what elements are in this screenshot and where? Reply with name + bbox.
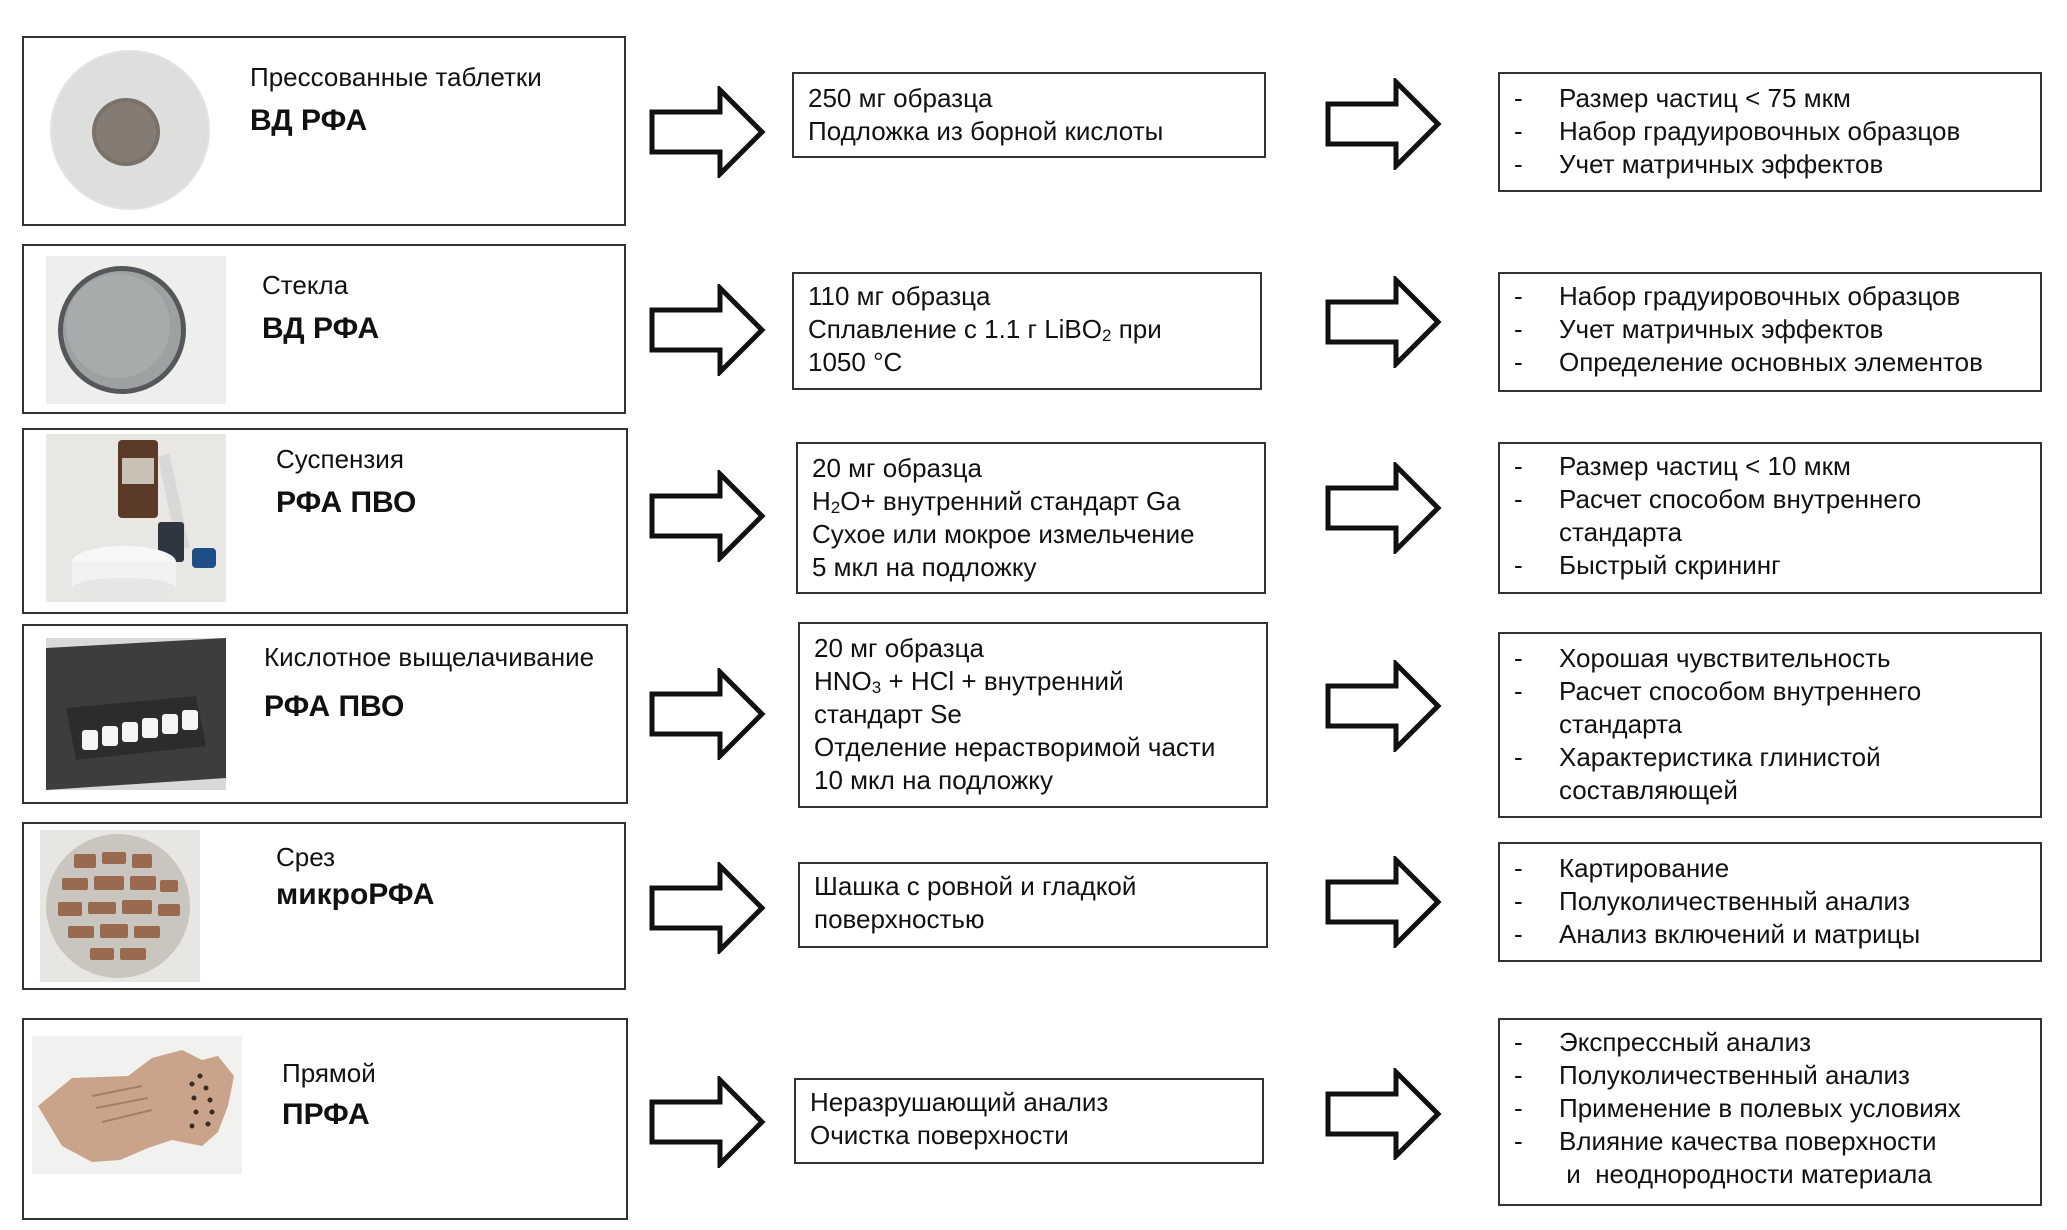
notes-list: -Хорошая чувствительность -Расчет способ… [1514,642,1921,807]
list-item: -Размер частиц < 10 мкм [1514,451,1851,481]
list-item: -Экспрессный анализ [1514,1027,1812,1057]
notes-box-section [1498,842,2042,962]
list-item: -Полуколичественный анализ [1514,886,1910,916]
list-item: стандарта [1559,709,1683,739]
list-item: -Расчет способом внутреннего [1514,676,1922,706]
method-title: Кислотное выщелачивание [264,642,595,672]
right-arrow-icon [649,1076,766,1168]
list-item: -Хорошая чувствительность [1514,643,1891,673]
list-item: -Картирование [1514,853,1730,883]
right-arrow-icon [1325,276,1442,368]
prep-box-direct [794,1078,1264,1164]
ceramic-shard-photo [32,1036,242,1174]
method-title: Стекла [262,270,349,300]
list-item: -Набор градуировочных образцов [1514,281,1961,311]
notes-box-acid-leaching [1498,632,2042,818]
sample-carriers-tray-photo [46,638,226,790]
method-abbreviation: микроРФА [276,878,435,911]
method-abbreviation: ВД РФА [250,104,368,137]
list-item: и неоднородности материала [1559,1159,1932,1189]
list-item: -Размер частиц < 75 мкм [1514,83,1851,113]
method-title: Срез [276,842,336,872]
right-arrow-icon [1325,1068,1442,1160]
list-item: -Полуколичественный анализ [1514,1060,1910,1090]
list-item: -Набор градуировочных образцов [1514,116,1961,146]
list-item: -Применение в полевых условиях [1514,1093,1961,1123]
fused-glass-disc-photo [46,256,226,404]
list-item: -Анализ включений и матрицы [1514,919,1921,949]
notes-box-glasses [1498,272,2042,392]
notes-list: -Размер частиц < 10 мкм -Расчет способом… [1514,450,1921,582]
prep-box-pressed-pellets [792,72,1266,158]
notes-list: -Экспрессный анализ -Полуколичественный … [1514,1026,1961,1191]
notes-list: -Картирование -Полуколичественный анализ… [1514,852,1920,951]
pressed-pellet-photo [46,46,216,214]
prep-box-glasses [792,272,1262,390]
right-arrow-icon [649,862,766,954]
list-item: -Расчет способом внутреннего [1514,484,1922,514]
notes-list: -Набор градуировочных образцов -Учет мат… [1514,280,1983,379]
notes-box-suspension [1498,442,2042,594]
right-arrow-icon [1325,78,1442,170]
notes-box-direct [1498,1018,2042,1206]
list-item: стандарта [1559,517,1683,547]
right-arrow-icon [649,470,766,562]
list-item: -Определение основных элементов [1514,347,1983,377]
notes-list: -Размер частиц < 75 мкм -Набор градуиров… [1514,82,1960,181]
polished-sections-photo [40,830,200,982]
list-item: -Учет матричных эффектов [1514,149,1884,179]
prep-box-suspension [796,442,1266,594]
list-item: -Характеристика глинистой [1514,742,1881,772]
prep-box-acid-leaching [798,622,1268,808]
method-abbreviation: ПРФА [282,1098,370,1131]
method-title: Прессованные таблетки [250,62,542,92]
method-abbreviation: РФА ПВО [276,486,417,519]
suspension-pipette-photo [46,434,226,602]
list-item: -Влияние качества поверхности [1514,1126,1937,1156]
method-title: Прямой [282,1058,376,1088]
list-item: -Быстрый скрининг [1514,550,1781,580]
right-arrow-icon [649,668,766,760]
notes-box-pressed-pellets [1498,72,2042,192]
method-title: Суспензия [276,444,404,474]
right-arrow-icon [1325,856,1442,948]
right-arrow-icon [649,86,766,178]
right-arrow-icon [1325,660,1442,752]
right-arrow-icon [1325,462,1442,554]
method-abbreviation: ВД РФА [262,312,380,345]
list-item: -Учет матричных эффектов [1514,314,1884,344]
prep-box-section [798,862,1268,948]
right-arrow-icon [649,284,766,376]
method-abbreviation: РФА ПВО [264,690,405,723]
list-item: составляющей [1559,775,1738,805]
